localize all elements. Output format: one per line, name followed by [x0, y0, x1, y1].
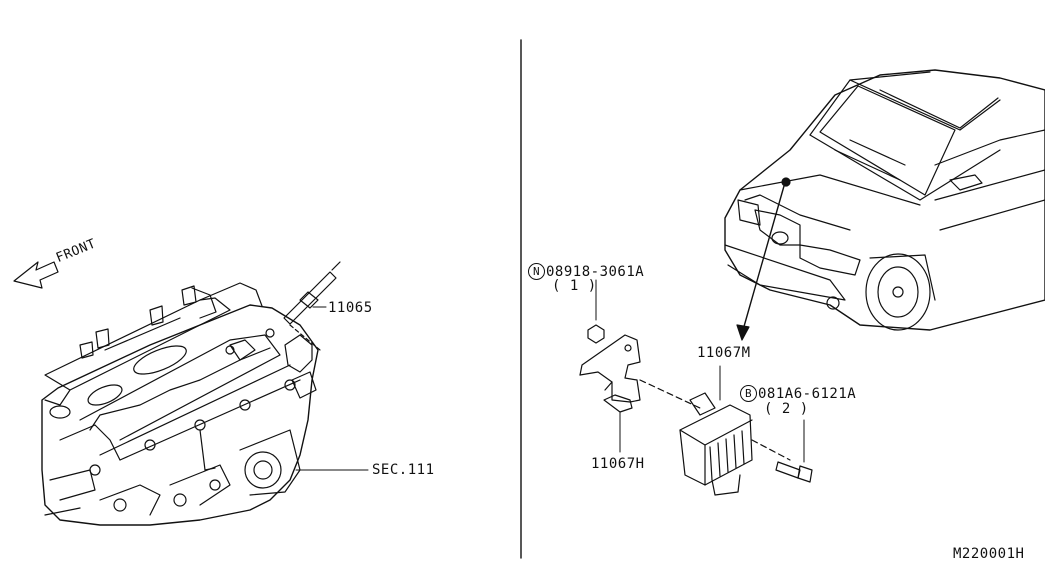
part-label-glow-plug: 11065 [328, 300, 373, 316]
nut-quantity: ( 1 ) [552, 278, 597, 294]
engine-illustration [41, 282, 321, 526]
vehicle-illustration [724, 69, 1045, 331]
bolt-symbol: B [740, 385, 757, 402]
diagram-code: M220001H [953, 546, 1025, 562]
part-label-bracket: 11067H [591, 456, 645, 472]
relay-icon [679, 365, 791, 496]
front-arrow-icon [13, 261, 59, 289]
bracket-icon [579, 334, 701, 413]
nut-icon [587, 279, 605, 344]
part-label-relay: 11067M [697, 345, 751, 361]
glow-plug-icon [283, 261, 341, 325]
section-reference: SEC.111 [372, 462, 435, 478]
bolt-quantity: ( 2 ) [764, 401, 809, 417]
bolt-icon [775, 419, 813, 483]
nut-part-number: 08918-3061A [546, 264, 645, 280]
location-arrow-icon [736, 185, 785, 341]
nut-symbol: N [528, 263, 545, 280]
bolt-part-number: 081A6-6121A [758, 386, 857, 402]
